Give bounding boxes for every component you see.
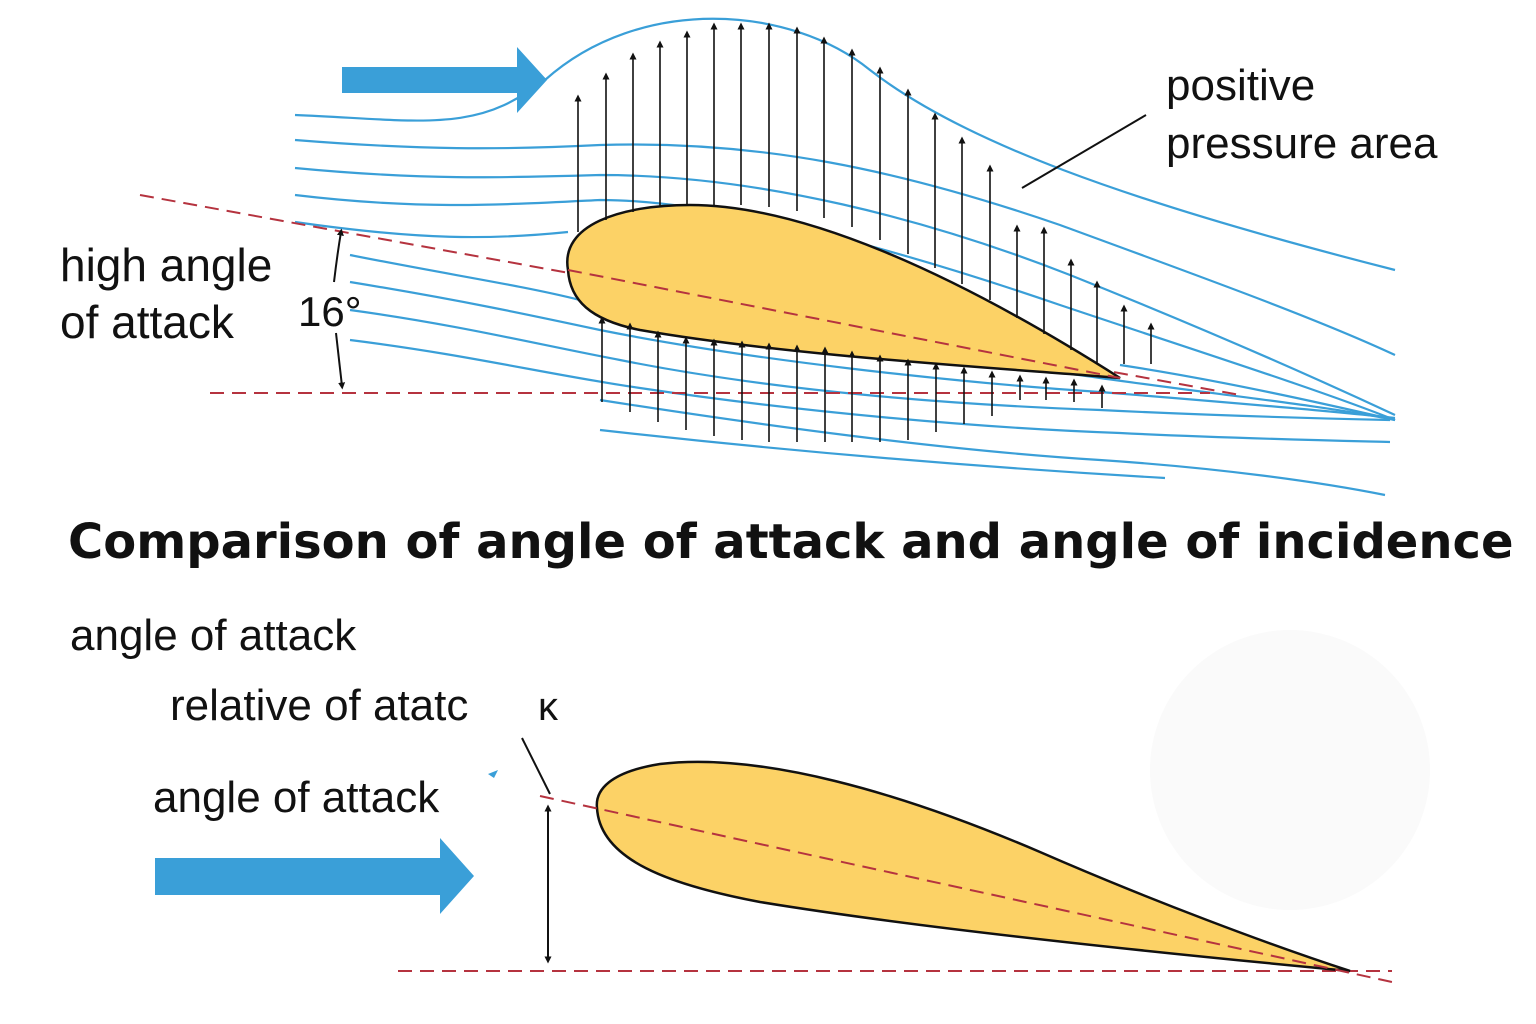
small-marker-icon: [488, 770, 498, 778]
right-arrow-icon: [342, 47, 547, 113]
label-mask: [512, 680, 526, 732]
pressure-leader-line: [1021, 114, 1147, 189]
streamline: [349, 308, 1391, 422]
background-blob: [1150, 630, 1430, 910]
streamline: [349, 280, 1396, 420]
angle-value: 16°: [298, 288, 362, 335]
right-arrow-icon: [155, 838, 474, 914]
upper-pressure-arrows: [574, 22, 1155, 364]
streamline: [349, 338, 1391, 444]
chord-line: [539, 795, 1393, 983]
bottom-diagram: angle of attack relative of atatc κ angl…: [70, 611, 1430, 983]
relative-label: relative of atatc: [170, 681, 468, 730]
pressure-label-line1: positive: [1166, 61, 1315, 110]
streamline: [1119, 363, 1396, 422]
angle-of-attack-side-label: angle of attack: [153, 773, 440, 822]
streamline: [599, 398, 1386, 497]
airfoil-bottom: [595, 760, 1351, 973]
angle-arrow-up: [333, 228, 344, 283]
high-angle-label-line2: of attack: [60, 296, 235, 348]
pressure-label-line2: pressure area: [1166, 119, 1438, 168]
streamline: [294, 220, 569, 239]
kappa-label: κ: [538, 685, 559, 729]
angle-arrow-down: [335, 332, 346, 390]
page-title: Comparison of angle of attack and angle …: [68, 514, 1514, 570]
streamline: [599, 428, 1166, 480]
angle-indicator: [333, 228, 346, 390]
streamline: [294, 166, 1396, 416]
lower-pressure-arrows: [598, 316, 1106, 442]
airfoil-top: [566, 203, 1121, 380]
angle-of-attack-top-label: angle of attack: [70, 611, 357, 660]
top-diagram: high angle of attack 16° positive pressu…: [60, 17, 1438, 497]
high-angle-label-line1: high angle: [60, 239, 272, 291]
streamline: [544, 17, 1396, 272]
kappa-leader-line: [521, 737, 551, 795]
streamline: [294, 138, 1396, 356]
chord-line-overlay: [567, 269, 1121, 379]
